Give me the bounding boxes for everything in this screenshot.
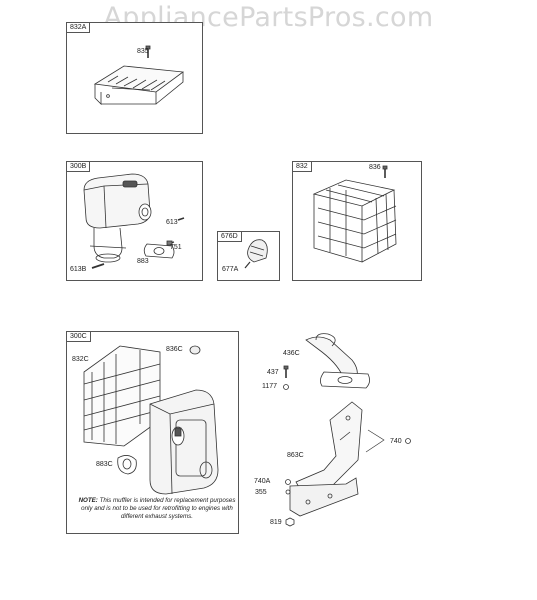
heat-shield-plate [93, 45, 185, 105]
wire-guard-832 [312, 165, 397, 263]
wire-guard-832c [83, 345, 161, 447]
label-883: 883 [137, 258, 149, 265]
label-740a: 740A [254, 478, 271, 485]
box-676d: 676D [217, 231, 280, 281]
box-tag: 832 [293, 162, 312, 172]
label-677a: 677A [222, 266, 239, 273]
label-751: 751 [170, 244, 182, 251]
box-tag: 676D [218, 232, 242, 242]
label-836c: 836C [166, 346, 183, 353]
box-tag: 300B [67, 162, 91, 172]
label-863c: 863C [287, 452, 304, 459]
label-819: 819 [270, 519, 282, 526]
spark-arrestor [244, 239, 268, 269]
label-355: 355 [255, 489, 267, 496]
box-tag: 832A [67, 23, 91, 33]
note-lead: NOTE: [78, 497, 98, 504]
muffler-300b [83, 173, 185, 269]
label-437: 437 [267, 369, 279, 376]
exhaust-elbow [283, 333, 370, 390]
label-613: 613 [166, 219, 178, 226]
label-832c: 832C [72, 356, 89, 363]
replacement-note: NOTE: This muffler is intended for repla… [76, 497, 238, 521]
muffler-300c [117, 345, 219, 495]
note-text: This muffler is intended for replacement… [81, 497, 236, 520]
label-835: 835 [137, 48, 149, 55]
mounting-bracket [285, 401, 411, 527]
label-436c: 436C [283, 350, 300, 357]
label-836: 836 [369, 164, 381, 171]
label-883c: 883C [96, 461, 113, 468]
box-tag: 300C [67, 332, 91, 342]
label-613b: 613B [70, 266, 87, 273]
label-740: 740 [390, 438, 402, 445]
label-1177: 1177 [262, 383, 278, 390]
